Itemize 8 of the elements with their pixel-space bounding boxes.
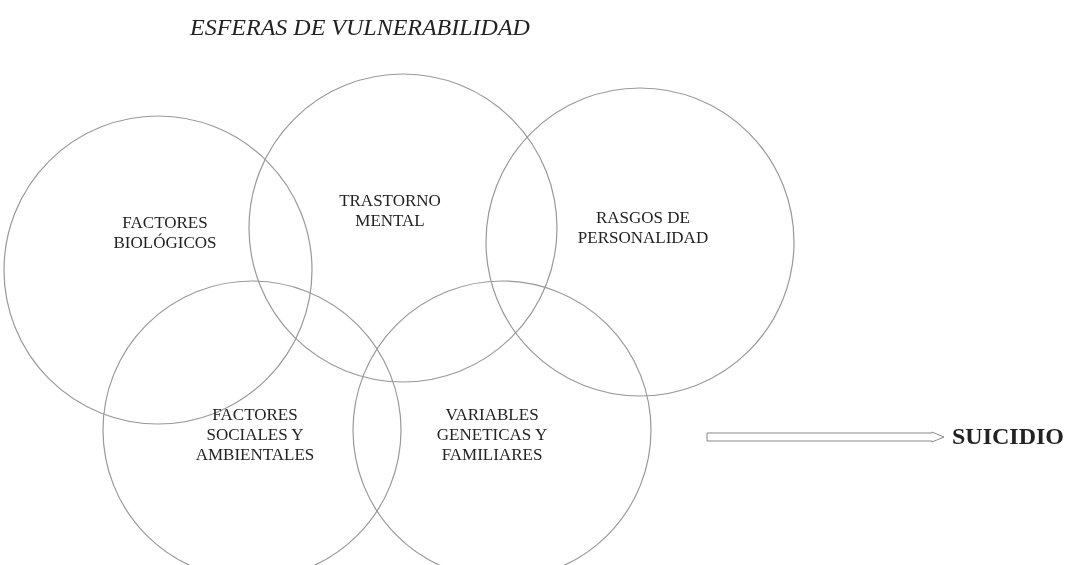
sphere-label: FACTORES SOCIALES Y AMBIENTALES: [194, 405, 316, 465]
sphere-label: FACTORES BIOLÓGICOS: [112, 213, 218, 253]
sphere-label: VARIABLES GENETICAS Y FAMILIARES: [435, 405, 549, 465]
diagram-title: ESFERAS DE VULNERABILIDAD: [190, 14, 530, 41]
sphere-label: TRASTORNO MENTAL: [338, 191, 442, 231]
hollow-arrow: [706, 431, 945, 443]
outcome-label: SUICIDIO: [952, 423, 1065, 450]
sphere-label: RASGOS DE PERSONALIDAD: [576, 208, 710, 248]
